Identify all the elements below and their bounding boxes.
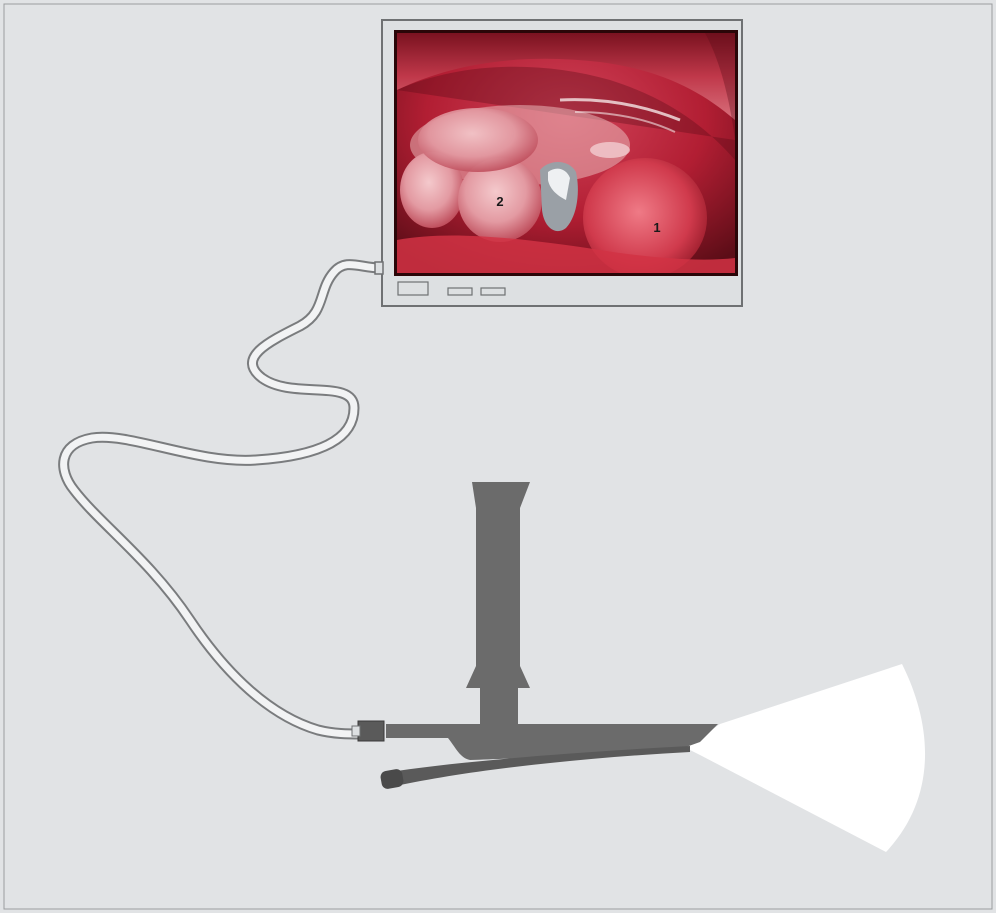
marker-1-label: 1: [653, 220, 660, 235]
monitor-connector: [375, 262, 383, 274]
device-handle-collar: [480, 688, 518, 724]
cable-end: [352, 726, 360, 736]
marker-2-label: 2: [496, 194, 503, 209]
endoscopic-image: [397, 33, 735, 278]
video-monitor-icon: 2 1: [375, 20, 742, 306]
cable-connector: [358, 721, 384, 741]
